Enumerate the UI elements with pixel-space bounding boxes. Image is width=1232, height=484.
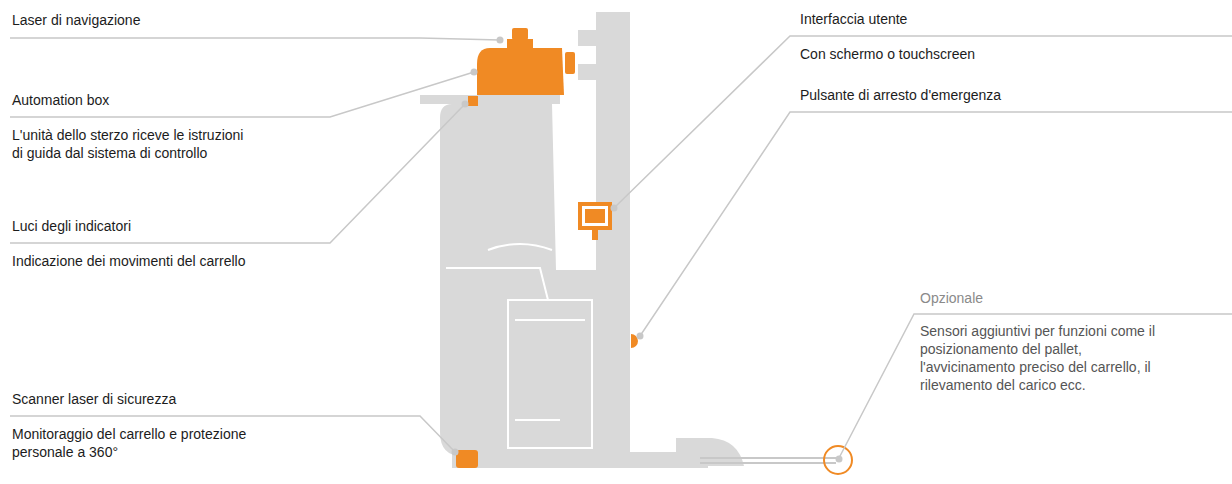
- leader-line: [614, 36, 1232, 208]
- callout-title: Luci degli indicatori: [12, 217, 312, 235]
- leader-dot: [637, 333, 644, 340]
- leader-dot: [836, 456, 843, 463]
- callout-description: L'unità dello sterzo riceve le istruzion…: [12, 126, 252, 162]
- leader-line: [839, 314, 1232, 458]
- callout-description: Monitoraggio del carrello e protezione p…: [12, 425, 252, 461]
- orange-parts: [456, 28, 638, 468]
- battery-compartment: [508, 300, 592, 448]
- leader-line: [640, 112, 1232, 336]
- chassis: [452, 452, 708, 468]
- callout-title: Scanner laser di sicurezza: [12, 390, 312, 408]
- compartment-line: [515, 320, 585, 420]
- callout-title: Interfaccia utente: [800, 10, 1200, 28]
- fork: [700, 462, 836, 464]
- automation-box: [477, 48, 564, 95]
- screen-frame: [582, 206, 608, 226]
- mast-notch: [578, 64, 598, 80]
- support-leg: [676, 438, 744, 466]
- callout-title: Automation box: [12, 91, 312, 109]
- forks: [700, 458, 836, 463]
- automation-box-side: [565, 52, 575, 74]
- laser-base: [507, 39, 533, 48]
- mast-notch: [578, 30, 598, 46]
- leader-dot: [471, 69, 478, 76]
- callout-description: Sensori aggiuntivi per funzioni come il …: [920, 322, 1170, 394]
- leader-dots: [452, 37, 843, 463]
- cabin-line: [446, 268, 548, 300]
- navigation-laser: [512, 28, 528, 40]
- optional-sensor-ring: [824, 446, 852, 474]
- cabin: [440, 104, 598, 456]
- leader-dot: [497, 37, 504, 44]
- callout-title: Laser di navigazione: [12, 11, 312, 29]
- leader-dot: [452, 449, 459, 456]
- leader-line: [10, 104, 465, 243]
- truck-body: [420, 12, 744, 468]
- indicator-light: [468, 96, 478, 106]
- overhead-guard: [420, 95, 560, 104]
- callout-title: Pulsante di arresto d'emergenza: [800, 86, 1200, 104]
- mast: [596, 12, 630, 454]
- leader-dot: [611, 205, 618, 212]
- fork: [700, 457, 836, 459]
- safety-laser-scanner: [456, 450, 478, 468]
- callout-title: Opzionale: [920, 289, 1220, 307]
- screen-stand: [592, 230, 598, 240]
- user-interface-screen: [578, 202, 612, 230]
- callout-description: Con schermo o touchscreen: [800, 45, 1200, 63]
- leader-lines: [10, 36, 1232, 458]
- leader-line: [10, 72, 474, 117]
- seat-line: [488, 244, 552, 250]
- truck-details: [446, 244, 592, 448]
- leader-line: [10, 38, 500, 40]
- screen-display: [585, 209, 605, 223]
- leader-dot: [462, 101, 469, 108]
- callout-description: Indicazione dei movimenti del carrello: [12, 252, 252, 270]
